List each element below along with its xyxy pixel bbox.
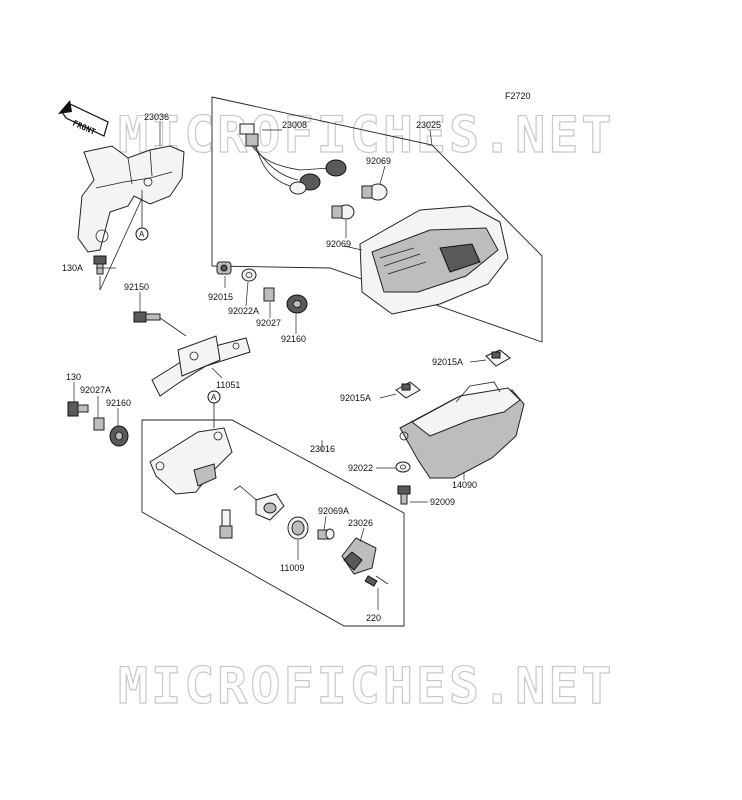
collar-92027a	[93, 417, 105, 431]
label-92022: 92022	[348, 463, 373, 473]
grommet-92160-top	[286, 294, 308, 314]
label-92027: 92027	[256, 318, 281, 328]
washer-92022	[395, 461, 411, 473]
label-11009: 11009	[280, 563, 304, 573]
label-23026: 23026	[348, 518, 373, 528]
label-92015: 92015	[208, 292, 233, 302]
label-92069-top: 92069	[366, 156, 391, 166]
watermark-bottom: MICROFICHES.NET	[118, 657, 615, 715]
label-23036: 23036	[144, 112, 169, 122]
label-92015a-top: 92015A	[432, 357, 463, 367]
front-arrow-icon: FRONT	[58, 100, 109, 137]
bolt-130	[67, 401, 89, 417]
label-92027a: 92027A	[80, 385, 111, 395]
ref-marker-a-top: A	[135, 190, 149, 241]
watermark-top: MICROFICHES.NET	[118, 106, 615, 164]
grommet-92160-left	[109, 425, 129, 447]
part-labels: 23036 23008 23025 92069 92069 130A 92150…	[62, 112, 477, 623]
collar-92027	[263, 287, 275, 302]
label-14090: 14090	[452, 480, 477, 490]
leader-lines	[73, 122, 487, 610]
license-bracket-11051	[151, 335, 251, 397]
label-92150: 92150	[124, 282, 149, 292]
rear-cover-14090	[399, 381, 525, 479]
nut-92015	[216, 261, 232, 275]
label-11051: 11051	[216, 380, 240, 390]
lamp-socket-wire	[219, 485, 285, 539]
label-92069-bottom: 92069	[326, 239, 351, 249]
bolt-92150	[133, 311, 187, 337]
label-23016: 23016	[310, 444, 335, 454]
clip-92015a-left	[395, 381, 421, 399]
bulb-92069-lower	[331, 204, 355, 220]
label-220: 220	[366, 613, 381, 623]
label-130: 130	[66, 372, 81, 382]
label-92009: 92009	[430, 497, 455, 507]
lens-ring-11009	[287, 516, 309, 540]
label-23008: 23008	[282, 120, 307, 130]
tail-lamp-23025	[343, 205, 509, 315]
label-23025: 23025	[416, 120, 441, 130]
lamp-bracket-23016	[149, 427, 233, 495]
svg-text:A: A	[211, 393, 217, 402]
bolt-92009	[397, 485, 411, 505]
ref-marker-a-bottom: A	[207, 390, 221, 428]
figure-code: F2720	[505, 91, 531, 101]
rear-bracket-23036	[77, 145, 185, 253]
label-92015a-left: 92015A	[340, 393, 371, 403]
washer-92022a	[241, 268, 257, 282]
wiring-harness-23008	[239, 123, 347, 195]
label-92160-top: 92160	[281, 334, 306, 344]
bolt-130a	[93, 197, 143, 291]
label-92069a: 92069A	[318, 506, 349, 516]
label-92022a: 92022A	[228, 306, 259, 316]
label-130a: 130A	[62, 263, 83, 273]
bulb-92069a	[317, 528, 335, 540]
clip-92015a-top	[485, 349, 511, 367]
svg-text:A: A	[139, 230, 145, 239]
bulb-92069-upper	[361, 183, 388, 201]
license-lamp-23026	[341, 537, 389, 587]
label-92160-left: 92160	[106, 398, 131, 408]
group-box-23016	[141, 419, 405, 627]
